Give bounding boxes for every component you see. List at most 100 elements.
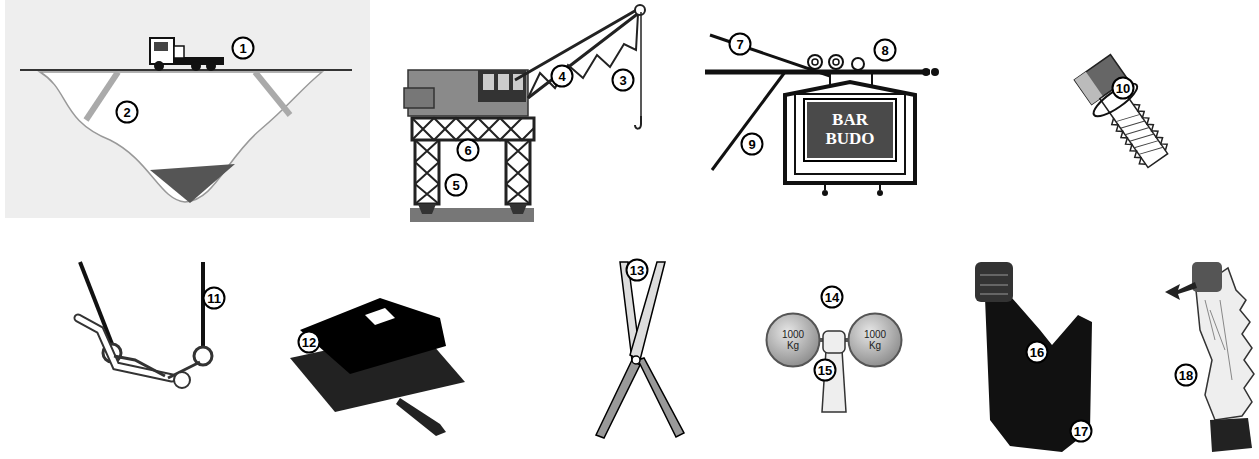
callout-number: 9 [740,132,764,156]
node-text: 7 [736,37,743,52]
crane-crossbeam [412,118,534,140]
sign-inner-frame [795,94,905,174]
node-circle [204,288,225,309]
node-circle [822,287,843,308]
pulley [635,5,645,15]
arm-knob [931,68,939,76]
crane-cab [478,70,526,102]
node-text: 2 [123,105,130,120]
node-text: 14 [825,290,839,305]
elbow-shadow [1210,418,1252,452]
cab-window [483,74,494,90]
node-text: 4 [558,69,565,84]
shear-pivot [632,356,640,364]
callout-number: 10 [1111,76,1135,100]
callout-number: 12 [297,330,321,354]
node-circle [446,175,467,196]
bridge-strut [255,72,290,115]
fist [823,331,845,353]
brace-rod [712,72,785,170]
beam-lattice [412,118,534,140]
scroll-ornament [852,58,864,70]
punch-window [365,308,395,325]
bolt-head-face [1074,72,1103,105]
node-text: 15 [818,363,832,378]
water [150,164,235,203]
sign-pendant [824,183,826,190]
hole-punch [290,298,465,436]
node-text: 10 [1116,81,1130,96]
node-text: 17 [1074,424,1088,439]
callout-number: 3 [611,68,635,92]
node-circle [815,360,836,381]
node-circle [458,140,479,161]
callout-number: 17 [1069,419,1093,443]
sign-pendant [879,183,881,190]
callout-number: 13 [625,258,649,282]
bolt-shank [1100,85,1168,168]
node-text: 1 [239,41,246,56]
callout-number: 15 [813,358,837,382]
node-circle [299,332,320,353]
node-text: 18 [1179,368,1193,383]
callout-number: 18 [1174,363,1198,387]
node-text: BAR BUDO [820,111,880,148]
gymnast-body-fill [78,318,172,378]
arm-knob [922,68,930,76]
callout-number: 1 [231,36,255,60]
punch-guide [396,398,446,436]
arm-silhouette [985,298,1092,452]
scroll-ornament [812,59,818,65]
crane-hook [635,116,641,129]
bridge-scene [5,0,370,218]
callout-number: 16 [1025,340,1049,364]
node-circle [1071,421,1092,442]
callout-number: 5 [444,173,468,197]
weight-ball: 1000 Kg [847,312,903,368]
callout-number: 11 [202,286,226,310]
node-text: 6 [464,143,471,158]
node-text: 13 [630,263,644,278]
scroll-ornament [829,55,843,69]
callout-number: 14 [820,285,844,309]
gymnast [78,262,212,388]
node-circle [875,40,896,61]
node-circle [767,314,820,367]
sketched-arm [1165,262,1254,452]
truck-tank [174,46,184,58]
sign-panel: BAR BUDO [805,100,895,160]
node-text: 12 [302,335,316,350]
bridge-deck [20,69,352,71]
node-circle [1113,78,1134,99]
node-text: 16 [1030,345,1044,360]
node-text: 1000 Kg [778,329,808,352]
node-circle [1176,365,1197,386]
node-text: 5 [452,178,459,193]
node-circle [849,314,902,367]
node-circle [627,260,648,281]
bridge-strut [86,72,118,120]
cab-window [498,74,509,90]
sign-frame [785,82,915,183]
callout-number: 2 [115,100,139,124]
gymnast-body [78,318,172,378]
truck-cab [150,38,174,64]
sign-pendant-dot [822,190,828,196]
callout-number: 4 [550,64,574,88]
callout-number: 7 [728,32,752,56]
bolt [1071,52,1179,175]
truck-wheel [191,61,201,71]
boom-lattice [528,14,638,98]
truck-wheel [206,61,216,71]
arm-fist [975,262,1013,302]
node-text: 3 [619,73,626,88]
scroll-ornament [833,59,839,65]
crane-boom [515,8,640,98]
panel-background [5,0,370,218]
gymnast-head [174,372,190,388]
finger-line [980,275,1008,294]
node-text: 1000 Kg [860,329,890,352]
